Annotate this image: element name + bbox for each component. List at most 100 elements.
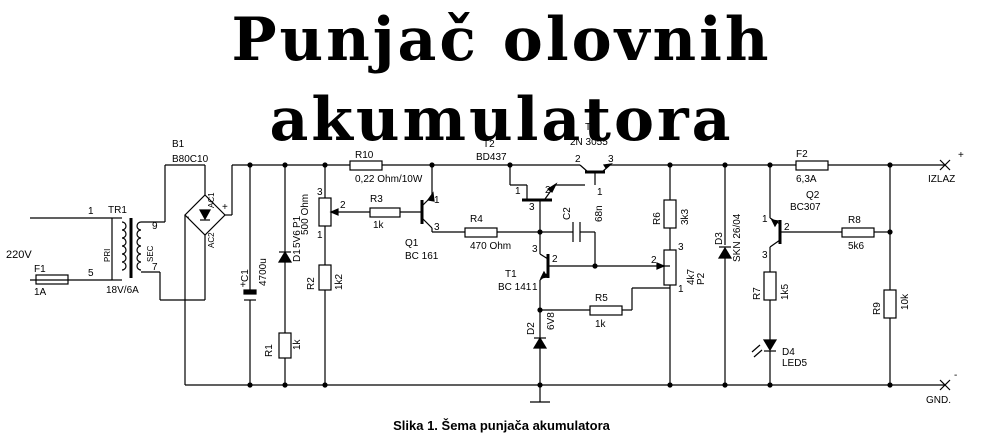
svg-text:2: 2 <box>651 255 657 266</box>
svg-text:5V6: 5V6 <box>292 230 303 248</box>
schematic-diagram: 220V F1 1A 1 5 TR1 PRI SEC 18V/6A 9 7 B1… <box>6 122 964 406</box>
svg-text:IZLAZ: IZLAZ <box>928 174 955 185</box>
svg-text:7: 7 <box>152 262 158 273</box>
svg-text:BD437: BD437 <box>476 152 507 163</box>
capacitor-c2: C2 68n <box>560 205 605 269</box>
transformer-tr1: TR1 PRI SEC 18V/6A 9 7 <box>103 164 205 301</box>
svg-text:D1: D1 <box>292 249 303 262</box>
fuse-f1-value: 1A <box>34 287 47 298</box>
svg-text:R5: R5 <box>595 293 608 304</box>
diode-d3: D3 SKN 26/04 <box>714 165 743 385</box>
resistor-r8: R8 5k6 <box>841 215 893 252</box>
svg-text:R1: R1 <box>264 344 275 357</box>
svg-text:T1: T1 <box>505 269 517 280</box>
bridge-b1: B1 B80C10 AC1 AC2 - + <box>172 139 233 385</box>
svg-text:P1: P1 <box>292 215 303 228</box>
svg-text:5k6: 5k6 <box>848 241 865 252</box>
svg-text:B1: B1 <box>172 139 185 150</box>
svg-text:D4: D4 <box>782 347 795 358</box>
svg-text:F2: F2 <box>796 149 808 160</box>
zener-d2: D2 6V8 <box>526 310 557 403</box>
svg-text:+: + <box>240 280 246 291</box>
resistor-r1: R1 1k <box>264 325 303 385</box>
svg-text:0,22 Ohm/10W: 0,22 Ohm/10W <box>355 174 423 185</box>
svg-text:4k7: 4k7 <box>686 268 697 285</box>
svg-text:1k2: 1k2 <box>334 273 345 290</box>
svg-text:1: 1 <box>597 187 603 198</box>
svg-text:5: 5 <box>88 268 94 279</box>
fuse-f1-name: F1 <box>34 264 46 275</box>
transistor-t1: 3 2 1 T1 BC 141 <box>498 232 670 313</box>
svg-text:+: + <box>958 150 964 161</box>
svg-text:R10: R10 <box>355 150 374 161</box>
transistor-q1: 1 3 Q1 BC 161 <box>405 165 465 262</box>
svg-text:R2: R2 <box>306 277 317 290</box>
svg-text:1k: 1k <box>292 338 303 350</box>
potentiometer-p1: P1 500 Ohm 3 1 2 <box>292 165 370 265</box>
svg-text:BC307: BC307 <box>790 202 821 213</box>
svg-text:1k: 1k <box>373 220 385 231</box>
svg-text:T3: T3 <box>585 122 597 133</box>
output-terminals: + IZLAZ - GND. <box>926 150 964 406</box>
svg-text:3: 3 <box>529 202 535 213</box>
fuse-f1 <box>35 274 69 285</box>
svg-text:D2: D2 <box>526 322 537 335</box>
tr1-sec: SEC <box>146 245 155 262</box>
svg-text:Q1: Q1 <box>405 238 419 249</box>
zener-d1: D1 5V6 <box>277 165 303 325</box>
input-section: 220V F1 1A 1 5 <box>6 206 112 298</box>
rails <box>185 162 945 388</box>
svg-text:6V8: 6V8 <box>546 312 557 330</box>
transistor-t2: T2 BD437 1 2 3 <box>476 139 558 235</box>
svg-text:2: 2 <box>552 254 558 265</box>
svg-text:470 Ohm: 470 Ohm <box>470 241 511 252</box>
svg-text:BC 161: BC 161 <box>405 251 439 262</box>
svg-text:1k: 1k <box>595 319 607 330</box>
svg-text:3: 3 <box>434 222 440 233</box>
svg-text:R7: R7 <box>752 287 763 300</box>
svg-text:6,3A: 6,3A <box>796 174 817 185</box>
svg-text:2N 3055: 2N 3055 <box>570 137 608 148</box>
tr1-value: 18V/6A <box>106 285 139 296</box>
svg-text:9: 9 <box>152 221 158 232</box>
resistor-r6: R6 3k3 <box>652 165 691 250</box>
resistor-r3: R3 1k <box>369 194 422 231</box>
svg-text:1: 1 <box>434 195 440 206</box>
resistor-r9: R9 10k <box>872 165 911 385</box>
svg-text:P2: P2 <box>696 272 707 285</box>
svg-text:R3: R3 <box>370 194 383 205</box>
svg-text:1: 1 <box>317 230 323 241</box>
page-title: Punjač olovnih akumulatora <box>231 5 772 155</box>
svg-text:R8: R8 <box>848 215 861 226</box>
svg-text:LED5: LED5 <box>782 358 807 369</box>
potentiometer-p2: 2 3 1 4k7 P2 <box>651 242 707 385</box>
svg-text:2: 2 <box>340 200 346 211</box>
svg-text:R6: R6 <box>652 212 663 225</box>
svg-text:-: - <box>954 370 957 381</box>
svg-text:Q2: Q2 <box>806 190 820 201</box>
svg-text:+: + <box>222 202 228 213</box>
tr1-pri: PRI <box>103 249 112 262</box>
svg-text:4700u: 4700u <box>258 258 269 286</box>
svg-text:68n: 68n <box>594 205 605 222</box>
tr1-name: TR1 <box>108 205 127 216</box>
svg-text:-: - <box>186 212 189 223</box>
svg-text:SKN 26/04: SKN 26/04 <box>732 213 743 262</box>
svg-text:1: 1 <box>678 284 684 295</box>
svg-text:1: 1 <box>762 214 768 225</box>
resistor-r10: R10 0,22 Ohm/10W <box>349 150 513 185</box>
svg-text:2: 2 <box>575 154 581 165</box>
svg-text:B80C10: B80C10 <box>172 154 209 165</box>
svg-text:C2: C2 <box>562 207 573 220</box>
svg-text:AC1: AC1 <box>207 192 216 208</box>
svg-text:1: 1 <box>532 282 538 293</box>
resistor-r7: R7 1k5 <box>752 271 791 340</box>
svg-text:3: 3 <box>678 242 684 253</box>
resistor-r4: R4 470 Ohm <box>464 214 560 252</box>
svg-text:2: 2 <box>784 222 790 233</box>
svg-text:500 Ohm: 500 Ohm <box>300 194 311 235</box>
svg-text:3: 3 <box>317 187 323 198</box>
svg-text:3k3: 3k3 <box>680 208 691 225</box>
svg-text:1: 1 <box>88 206 94 217</box>
svg-text:D3: D3 <box>714 232 725 245</box>
